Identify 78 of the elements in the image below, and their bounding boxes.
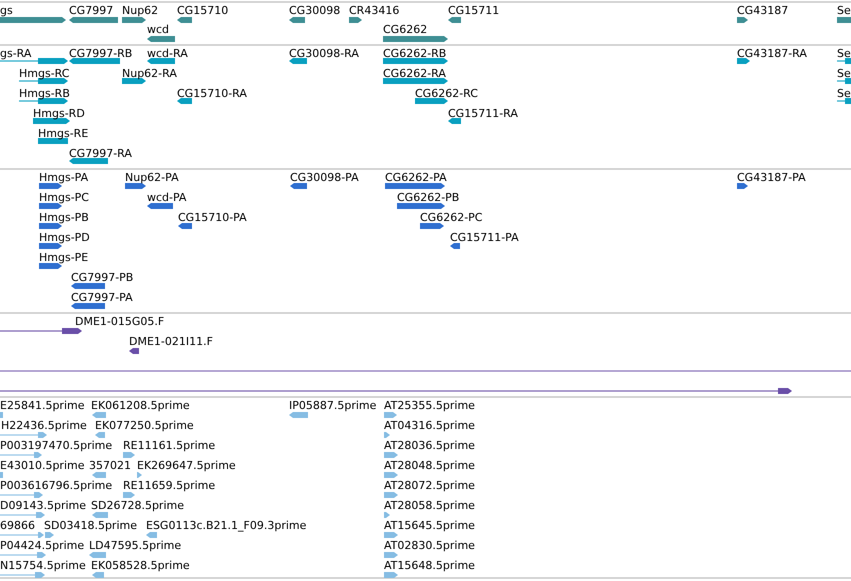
feature-label: CG7997-RA: [69, 147, 132, 160]
feature-label: CG7997: [69, 4, 114, 17]
feature-label: N15754.5prime: [0, 559, 86, 572]
feature-label: CG30098-RA: [289, 47, 359, 60]
feature-label: CG15710-RA: [177, 87, 247, 100]
feature-label: E43010.5prime: [0, 459, 84, 472]
feature-label: CG15710: [177, 4, 228, 17]
feature-label: CR43416: [349, 4, 400, 17]
feature-label: RE11161.5prime: [123, 439, 216, 452]
feature-label: Se: [837, 87, 851, 100]
feature-label: Nup62-RA: [122, 67, 177, 80]
feature-label: AT28058.5prime: [384, 499, 475, 512]
feature-label: SD26728.5prime: [91, 499, 184, 512]
feature-label: Hmgs-PE: [39, 251, 88, 264]
feature-label: CG30098: [289, 4, 340, 17]
feature-label: CG6262-RB: [383, 47, 446, 60]
feature-label: wcd-RA: [147, 47, 188, 60]
feature-label: 69866: [0, 519, 35, 532]
feature-label: 357021: [89, 459, 131, 472]
feature-label: Hmgs-RC: [19, 67, 70, 80]
feature-label: CG15711-RA: [448, 107, 518, 120]
feature-label: AT15645.5prime: [384, 519, 475, 532]
feature-label: H22436.5prime: [1, 419, 87, 432]
feature-label: CG6262-RA: [383, 67, 446, 80]
feature-label: EK269647.5prime: [137, 459, 236, 472]
feature-label: CG7997-PB: [71, 271, 134, 284]
feature-label: E25841.5prime: [0, 399, 84, 412]
feature-label: CG6262-PA: [385, 171, 447, 184]
feature-label: D09143.5prime: [0, 499, 86, 512]
feature-label: P003197470.5prime: [0, 439, 112, 452]
feature-label: EK077250.5prime: [95, 419, 194, 432]
feature-label: CG6262-RC: [415, 87, 478, 100]
feature-label: wcd: [147, 23, 170, 36]
feature-label: ESG0113c.B21.1_F09.3prime: [146, 519, 306, 532]
feature-label: CG6262-PB: [397, 191, 460, 204]
feature-label: CG6262-PC: [420, 211, 482, 224]
feature-label: LD47595.5prime: [89, 539, 182, 552]
feature-label: AT04316.5prime: [384, 419, 475, 432]
feature-label: Hmgs-RD: [33, 107, 85, 120]
feature-label: AT28036.5prime: [384, 439, 475, 452]
feature-label: EK061208.5prime: [91, 399, 190, 412]
feature-label: CG6262: [383, 23, 428, 36]
feature-label: AT02830.5prime: [384, 539, 475, 552]
feature-label: Hmgs-RB: [19, 87, 70, 100]
feature-label: SD03418.5prime: [44, 519, 137, 532]
feature-label: CG15710-PA: [178, 211, 247, 224]
feature-label: CG15711: [448, 4, 500, 17]
feature-label: gs: [0, 4, 13, 17]
feature-label: DME1-021I11.F: [129, 335, 213, 348]
feature-label: AT28048.5prime: [384, 459, 475, 472]
feature-label: Hmgs-PA: [39, 171, 88, 184]
feature-label: Nup62-PA: [125, 171, 179, 184]
feature-label: IP05887.5prime: [289, 399, 376, 412]
feature-label: Nup62: [122, 4, 158, 17]
feature-label: Hmgs-RE: [38, 127, 88, 140]
feature-label: AT15648.5prime: [384, 559, 475, 572]
feature-label: P003616796.5prime: [0, 479, 112, 492]
feature-label: CG7997-RB: [69, 47, 132, 60]
feature-label: CG15711-PA: [450, 231, 519, 244]
feature-label: CG43187-PA: [737, 171, 806, 184]
feature-label: gs-RA: [0, 47, 32, 60]
feature-label: P04424.5prime: [0, 539, 84, 552]
feature-label: CG30098-PA: [290, 171, 359, 184]
feature-label: CG43187-RA: [737, 47, 807, 60]
feature-label: DME1-015G05.F: [75, 315, 164, 328]
feature-label: Hmgs-PB: [39, 211, 89, 224]
feature-label: Se: [837, 4, 851, 17]
feature-label: Hmgs-PD: [39, 231, 90, 244]
feature-label: EK058528.5prime: [91, 559, 190, 572]
feature-label: AT25355.5prime: [384, 399, 475, 412]
feature-label: CG7997-PA: [71, 291, 133, 304]
feature-label: Hmgs-PC: [39, 191, 89, 204]
feature-label: CG43187: [737, 4, 788, 17]
feature-label: wcd-PA: [147, 191, 186, 204]
feature-label: AT28072.5prime: [384, 479, 475, 492]
feature-label: RE11659.5prime: [123, 479, 216, 492]
feature-label: Se: [837, 67, 851, 80]
feature-label: Se: [837, 47, 851, 60]
